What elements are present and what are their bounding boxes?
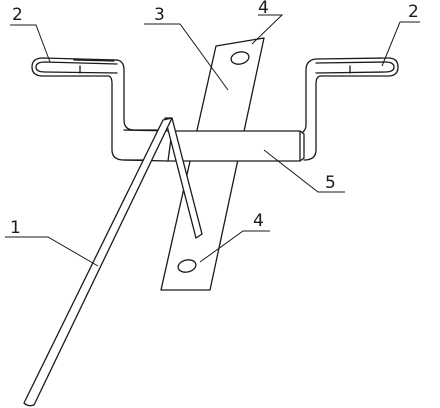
callout-4-top: 4: [258, 0, 269, 18]
callout-3: 3: [154, 5, 165, 25]
plate-part: [160, 37, 265, 291]
mounting-hole-top: [230, 51, 250, 65]
leader-lines: [5, 14, 420, 267]
callout-2-right: 2: [408, 2, 419, 22]
bracket-part: [31, 57, 399, 162]
callout-5: 5: [325, 173, 336, 193]
mounting-hole-bottom: [177, 259, 197, 273]
callout-2-left: 2: [12, 5, 23, 25]
callout-4-bottom: 4: [253, 211, 264, 231]
rod-part: [23, 117, 203, 407]
callout-1: 1: [10, 218, 21, 238]
